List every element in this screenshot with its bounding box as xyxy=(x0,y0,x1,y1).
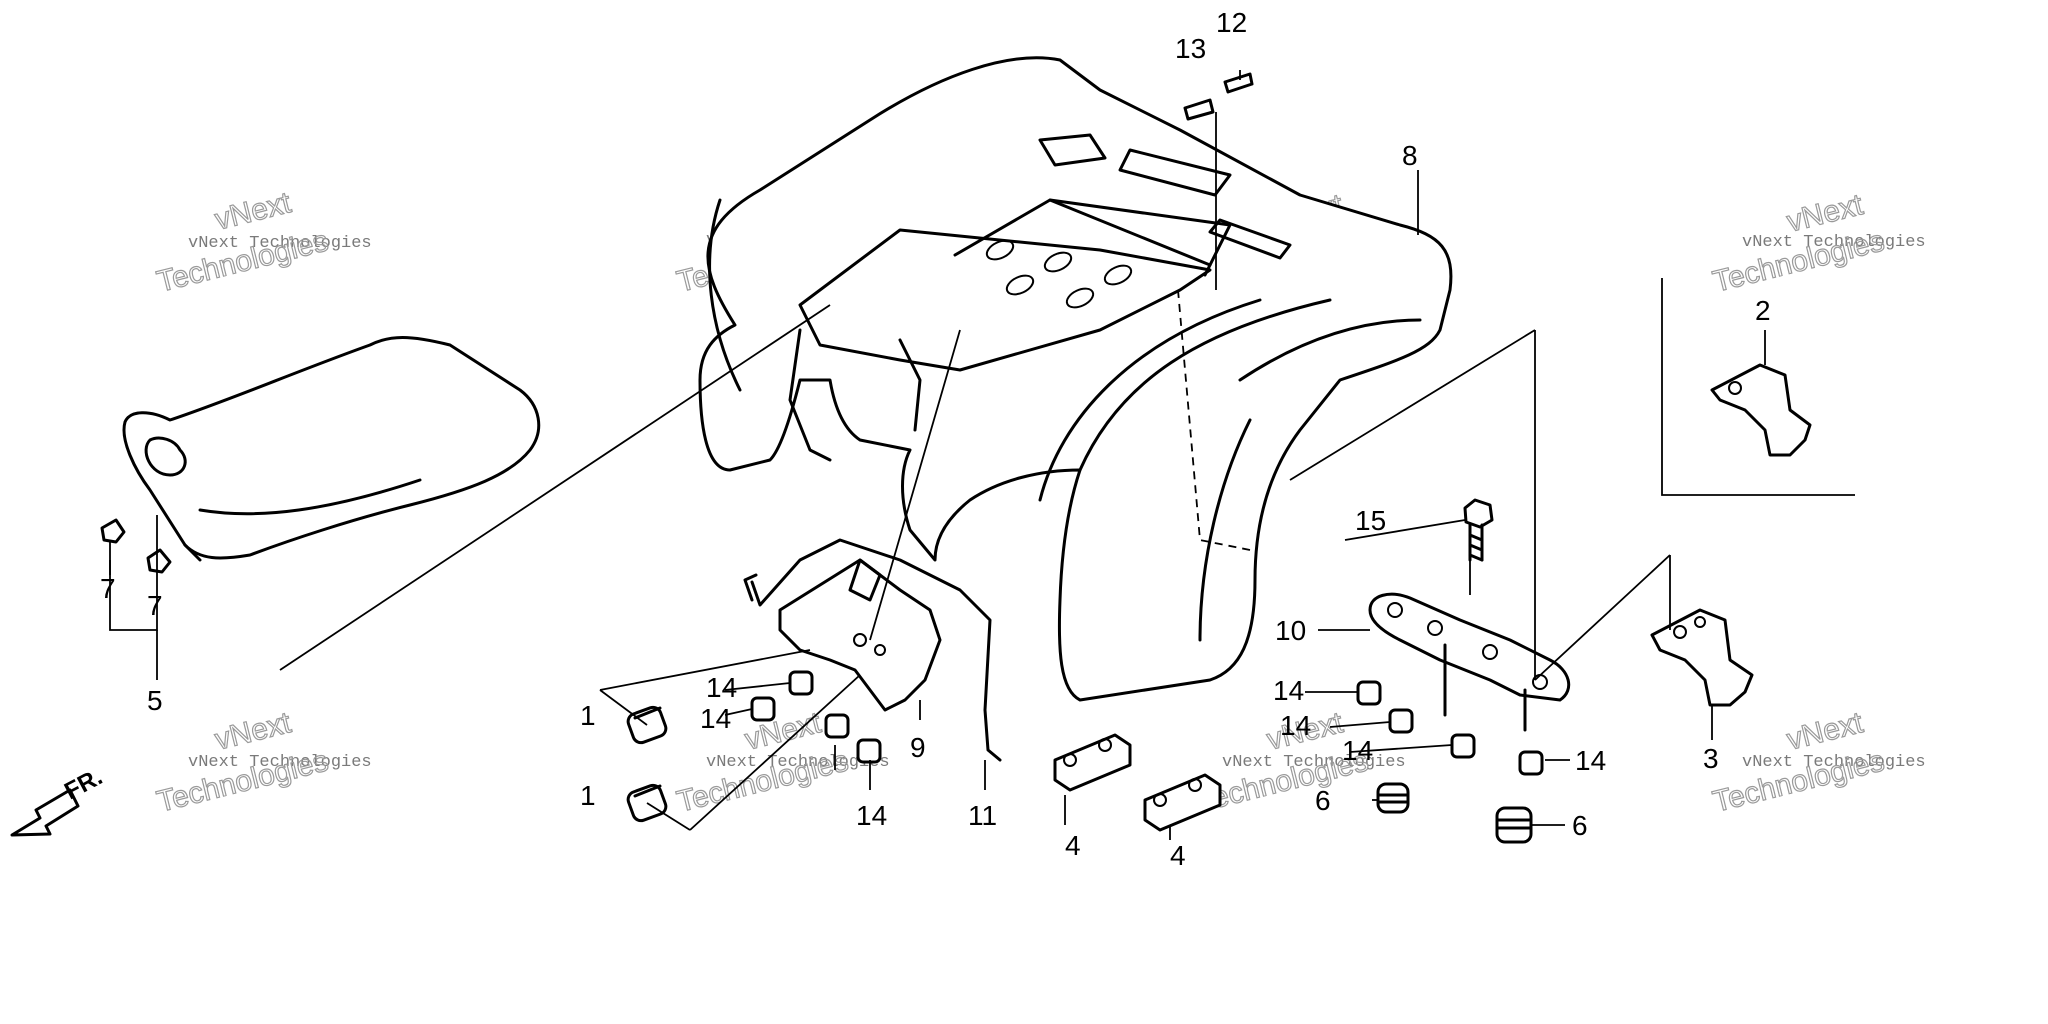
callout-7b: 7 xyxy=(147,590,163,621)
clip-nuts-14 xyxy=(750,670,1544,776)
watermark-line-e: vNext Technologies xyxy=(188,753,372,772)
callouts: 1 1 2 3 4 4 5 6 6 7 7 8 9 10 11 12 13 14… xyxy=(100,7,1771,871)
grab-rod xyxy=(743,538,1002,762)
bracket-2-frame xyxy=(1661,278,1855,496)
callout-4a: 4 xyxy=(1065,830,1081,861)
watermark-line-g: vNext Technologies xyxy=(1222,753,1406,772)
watermark-line-f: vNext Technologies xyxy=(706,753,890,772)
rubber-6b xyxy=(1495,806,1533,844)
callout-13: 13 xyxy=(1175,33,1206,64)
leader-lines xyxy=(109,70,1671,840)
callout-10: 10 xyxy=(1275,615,1306,646)
watermark-word-a1: vNext xyxy=(212,186,295,237)
callout-14c: 14 xyxy=(856,800,887,831)
callout-3: 3 xyxy=(1703,743,1719,774)
bracket-3 xyxy=(1650,608,1754,740)
callout-7a: 7 xyxy=(100,573,116,604)
callout-11: 11 xyxy=(968,800,997,831)
callout-14a: 14 xyxy=(706,672,737,703)
rubber-6a xyxy=(1376,782,1410,814)
decals-12-13 xyxy=(1183,72,1254,121)
subframe-plate xyxy=(1368,592,1571,732)
rear-fender xyxy=(698,56,1453,702)
clip-nuts-7 xyxy=(100,518,172,574)
callout-2: 2 xyxy=(1755,295,1771,326)
callout-14g: 14 xyxy=(1575,745,1606,776)
seat xyxy=(122,336,541,562)
callout-12: 12 xyxy=(1216,7,1247,38)
callout-14f: 14 xyxy=(1342,735,1373,766)
watermark-line-a: vNext Technologies xyxy=(188,234,372,253)
callout-1a: 1 xyxy=(580,700,596,731)
callout-6b: 6 xyxy=(1572,810,1588,841)
callout-8: 8 xyxy=(1402,140,1418,171)
callout-9: 9 xyxy=(910,732,926,763)
front-direction-arrow: FR. xyxy=(10,763,107,837)
bracket-2 xyxy=(1710,330,1812,457)
callout-5: 5 xyxy=(147,685,163,716)
watermark-word-e1: vNext xyxy=(212,706,295,757)
watermark-word-h1: vNext xyxy=(1784,706,1867,757)
watermark-line-h: vNext Technologies xyxy=(1742,753,1926,772)
callout-14e: 14 xyxy=(1280,710,1311,741)
flange-bolt xyxy=(1463,498,1494,562)
rubber-block-4b xyxy=(1143,773,1222,832)
callout-14b: 14 xyxy=(700,703,731,734)
rubber-block-4a xyxy=(1053,733,1132,792)
callout-14d: 14 xyxy=(1273,675,1304,706)
callout-4b: 4 xyxy=(1170,840,1186,871)
callout-6a: 6 xyxy=(1315,785,1331,816)
callout-1b: 1 xyxy=(580,780,596,811)
watermark-line-d: vNext Technologies xyxy=(1742,233,1926,252)
callout-15: 15 xyxy=(1355,505,1386,536)
